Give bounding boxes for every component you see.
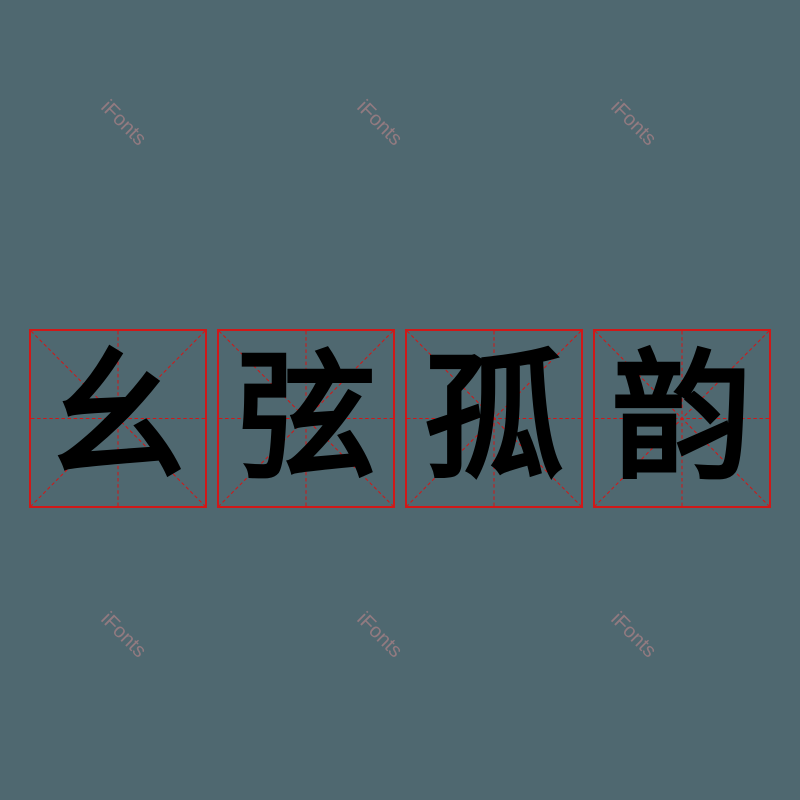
watermark-2: iFonts [352,96,407,151]
character-box-1: 幺 [29,329,207,508]
watermark-5: iFonts [352,608,407,663]
watermark-4: iFonts [96,608,151,663]
grid-lines [219,331,393,506]
character-glyph: 韵 [611,336,752,500]
character-box-3: 孤 [405,329,583,508]
character-glyph: 孤 [423,336,564,500]
watermark-1: iFonts [96,96,151,151]
watermark-6: iFonts [606,608,661,663]
character-glyph: 幺 [47,336,188,500]
grid-lines [31,331,205,506]
grid-lines [595,331,769,506]
character-box-2: 弦 [217,329,395,508]
character-glyph: 弦 [235,336,376,500]
grid-lines [407,331,581,506]
character-box-4: 韵 [593,329,771,508]
watermark-3: iFonts [606,96,661,151]
